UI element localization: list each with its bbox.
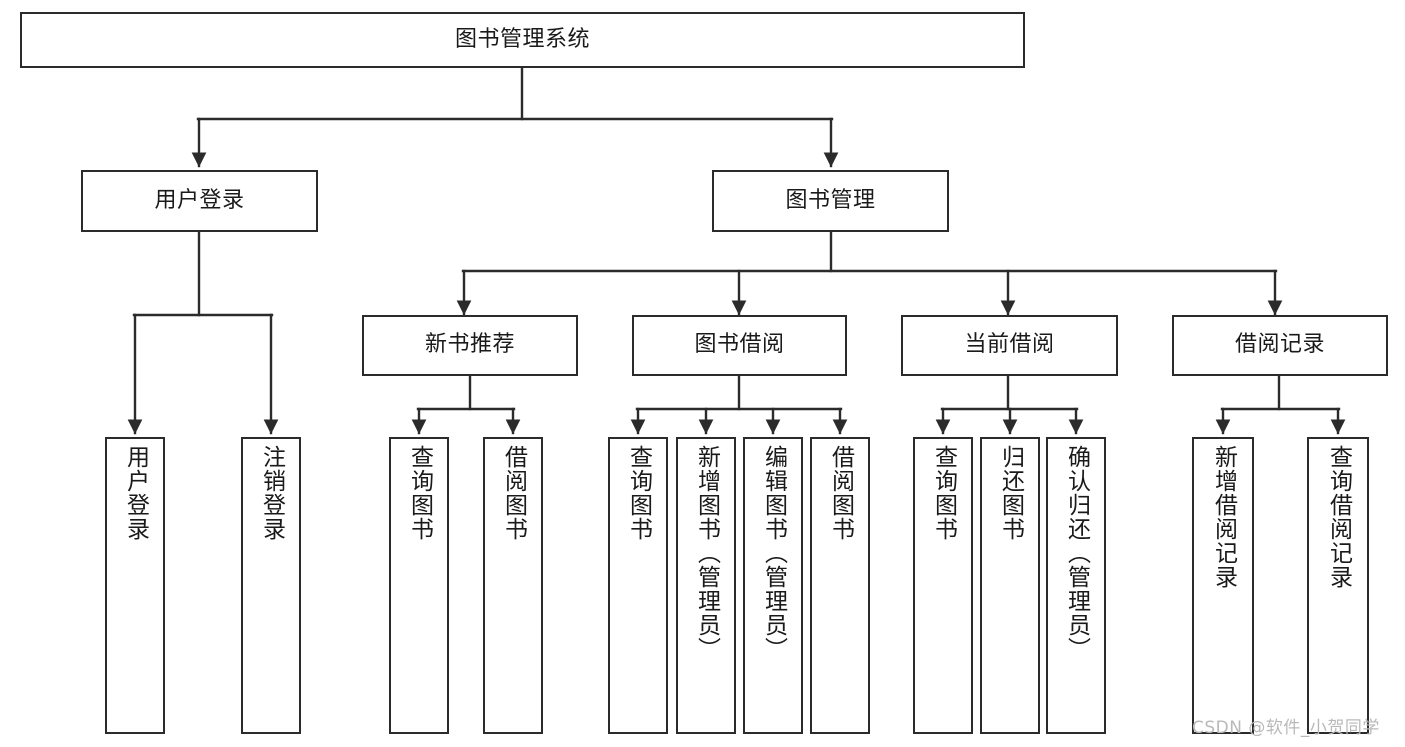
node-leaf-add-book-label: 新增图书（管理员） xyxy=(693,445,720,661)
node-leaf-edit-book[interactable]: 编辑图书（管理员） xyxy=(743,437,803,734)
node-leaf-query-record[interactable]: 查询借阅记录 xyxy=(1307,437,1369,734)
node-book-manage[interactable]: 图书管理 xyxy=(712,170,949,232)
node-leaf-add-record[interactable]: 新增借阅记录 xyxy=(1192,437,1254,734)
node-leaf-query-book-2[interactable]: 查询图书 xyxy=(608,437,668,734)
node-root[interactable]: 图书管理系统 xyxy=(20,12,1025,68)
node-leaf-borrow-book-1[interactable]: 借阅图书 xyxy=(483,437,543,734)
node-current-borrow[interactable]: 当前借阅 xyxy=(901,315,1118,376)
node-leaf-confirm-return-label: 确认归还（管理员） xyxy=(1063,445,1090,661)
node-leaf-query-book-3-label: 查询图书 xyxy=(930,445,957,541)
node-leaf-borrow-book-2-label: 借阅图书 xyxy=(827,445,854,541)
node-book-manage-label: 图书管理 xyxy=(785,187,876,213)
node-leaf-user-login-label: 用户登录 xyxy=(122,445,149,541)
node-user-login-label: 用户登录 xyxy=(154,187,245,213)
node-book-borrow[interactable]: 图书借阅 xyxy=(632,315,847,376)
node-leaf-return-book-label: 归还图书 xyxy=(997,445,1024,541)
node-borrow-record-label: 借阅记录 xyxy=(1234,332,1325,358)
node-leaf-query-record-label: 查询借阅记录 xyxy=(1325,445,1352,589)
csdn-watermark: CSDN @软件_小贺同学 xyxy=(1192,718,1380,738)
node-leaf-query-book-3[interactable]: 查询图书 xyxy=(913,437,973,734)
node-leaf-add-record-label: 新增借阅记录 xyxy=(1210,445,1237,589)
node-leaf-query-book-1[interactable]: 查询图书 xyxy=(389,437,449,734)
node-leaf-confirm-return[interactable]: 确认归还（管理员） xyxy=(1046,437,1106,734)
node-leaf-edit-book-label: 编辑图书（管理员） xyxy=(760,445,787,661)
node-leaf-add-book[interactable]: 新增图书（管理员） xyxy=(676,437,736,734)
node-user-login[interactable]: 用户登录 xyxy=(81,170,318,232)
node-leaf-query-book-1-label: 查询图书 xyxy=(406,445,433,541)
node-leaf-return-book[interactable]: 归还图书 xyxy=(980,437,1040,734)
node-leaf-borrow-book-2[interactable]: 借阅图书 xyxy=(810,437,870,734)
node-leaf-user-login[interactable]: 用户登录 xyxy=(105,437,165,734)
node-root-label: 图书管理系统 xyxy=(454,26,590,52)
node-leaf-logout-label: 注销登录 xyxy=(258,445,285,541)
node-new-book-rec-label: 新书推荐 xyxy=(424,332,515,358)
node-new-book-rec[interactable]: 新书推荐 xyxy=(362,315,578,376)
node-leaf-logout[interactable]: 注销登录 xyxy=(241,437,301,734)
node-leaf-query-book-2-label: 查询图书 xyxy=(625,445,652,541)
node-leaf-borrow-book-1-label: 借阅图书 xyxy=(500,445,527,541)
node-book-borrow-label: 图书借阅 xyxy=(694,332,785,358)
node-current-borrow-label: 当前借阅 xyxy=(964,332,1055,358)
node-borrow-record[interactable]: 借阅记录 xyxy=(1172,315,1388,376)
